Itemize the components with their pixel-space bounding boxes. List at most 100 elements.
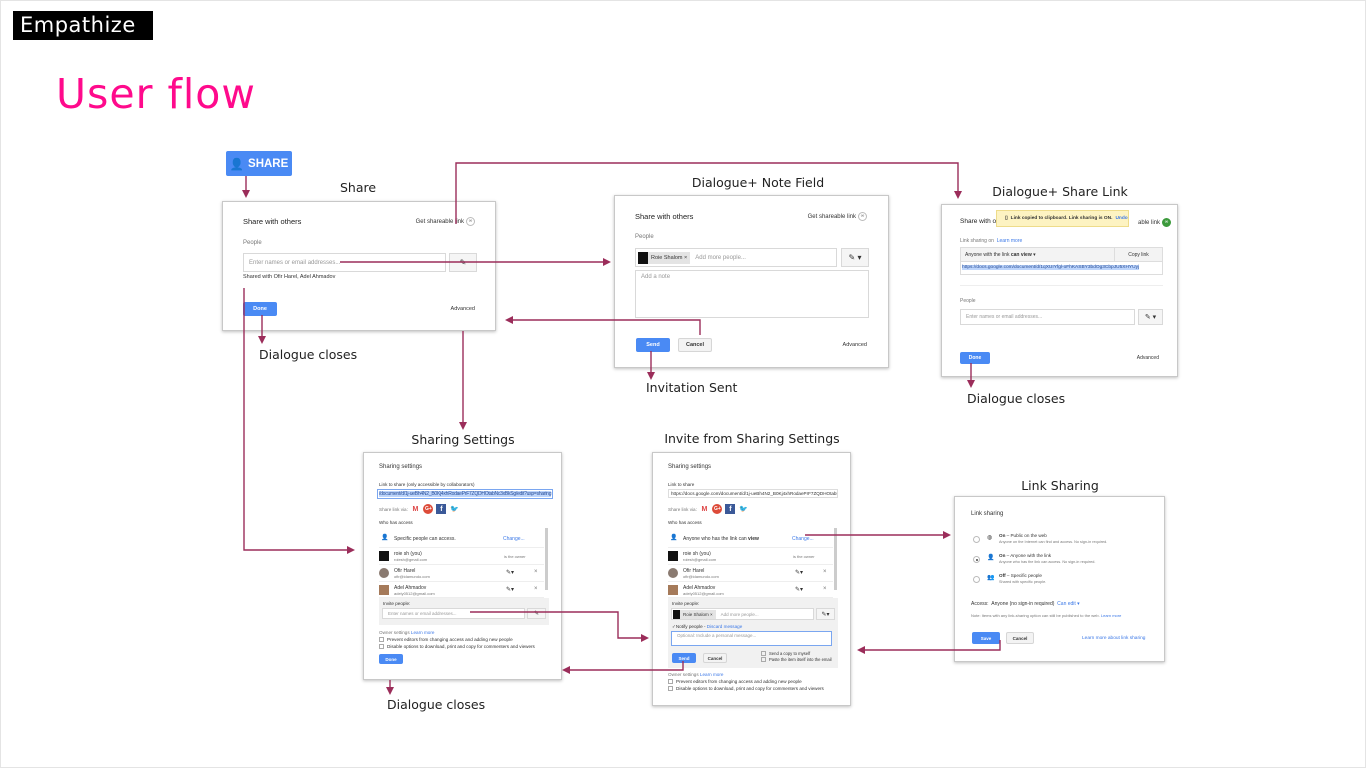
paste-item-option[interactable]: Paste the item itself into the email (761, 657, 832, 663)
step-label-note-field: Dialogue+ Note Field (691, 175, 825, 190)
gmail-icon[interactable]: M (412, 505, 419, 513)
get-shareable-link[interactable]: Get shareable link∞ (416, 217, 475, 226)
checkbox[interactable] (761, 651, 766, 657)
invite-input[interactable]: Roie Shalom × Add more people... (671, 608, 814, 620)
learn-more-link[interactable]: Learn more (996, 238, 1023, 244)
access-row: Access: Anyone (no sign-in required) Can… (971, 601, 1080, 607)
radio-button-selected[interactable] (973, 556, 980, 563)
facebook-icon[interactable]: f (436, 504, 447, 514)
facebook-icon[interactable]: f (725, 504, 736, 514)
checkbox[interactable] (668, 679, 673, 685)
checkbox[interactable] (379, 644, 384, 650)
person-chip[interactable]: Roie Shalom × (638, 251, 691, 264)
get-shareable-link[interactable]: able link∞ (1138, 218, 1171, 227)
option-prevent-editors[interactable]: Prevent editors from changing access and… (379, 637, 513, 643)
learn-more-link[interactable]: Learn more (699, 672, 724, 677)
done-button[interactable]: Done (243, 302, 277, 316)
pencil-icon[interactable]: ✎ (449, 253, 477, 272)
checkbox[interactable] (379, 637, 384, 643)
invite-settings-dialog: Sharing settings Link to share https://d… (652, 452, 851, 706)
access-row: 👤 Specific people can access. Change... (379, 528, 544, 548)
pencil-dropdown-icon[interactable]: ✎ ▾ (841, 248, 869, 267)
globe-icon: ◍ (987, 535, 993, 541)
cancel-button[interactable]: Cancel (1006, 632, 1034, 644)
checkbox[interactable] (761, 657, 766, 663)
remove-icon[interactable]: × (534, 569, 538, 575)
save-button[interactable]: Save (972, 632, 1000, 644)
cancel-button[interactable]: Cancel (678, 338, 712, 352)
remove-icon[interactable]: × (823, 586, 827, 592)
gmail-icon[interactable]: M (701, 505, 708, 513)
option-disable-download[interactable]: Disable options to download, print and c… (379, 644, 535, 650)
advanced-link[interactable]: Advanced (1136, 355, 1159, 361)
advanced-link[interactable]: Advanced (450, 306, 475, 312)
option-disable-download[interactable]: Disable options to download, print and c… (668, 686, 824, 692)
checkbox[interactable] (668, 686, 673, 692)
change-link[interactable]: Change... (503, 536, 525, 542)
access-dropdown[interactable]: Anyone with the link can view ▾ (965, 251, 1036, 258)
share-button[interactable]: 👤 SHARE (226, 151, 292, 176)
people-input[interactable]: Enter names or email addresses... (960, 309, 1135, 325)
twitter-icon[interactable]: 🐦 (739, 506, 748, 513)
done-button[interactable]: Done (960, 352, 990, 364)
google-plus-icon[interactable]: G+ (712, 504, 723, 514)
option-prevent-editors[interactable]: Prevent editors from changing access and… (668, 679, 802, 685)
share-url-field[interactable]: /document/d/1j-ueBh4N2_B0Kj4xhRodaePrF7Z… (377, 489, 553, 499)
add-more-placeholder: Add more people... (695, 254, 746, 261)
radio-button[interactable] (973, 576, 980, 583)
pencil-dropdown-icon[interactable]: ✎▾ (506, 587, 515, 593)
link-person-icon: 👤 (987, 555, 995, 561)
message-textarea[interactable]: Optional: Include a personal message... (671, 631, 832, 646)
radio-button[interactable] (973, 536, 980, 543)
send-button[interactable]: Send (636, 338, 670, 352)
can-edit-dropdown[interactable]: Can edit ▾ (1057, 601, 1080, 607)
option-description: Anyone who has the link can access. No s… (999, 560, 1096, 564)
chip-label: Roie Shalom (651, 254, 683, 261)
scrollbar[interactable] (834, 528, 837, 590)
pencil-dropdown-icon[interactable]: ✎▾ (816, 608, 835, 620)
pencil-dropdown-icon[interactable]: ✎▾ (795, 587, 804, 593)
cancel-button[interactable]: Cancel (703, 653, 727, 663)
pencil-icon[interactable]: ✎ (527, 608, 546, 619)
note-textarea[interactable]: Add a note (635, 270, 869, 318)
share-url-field[interactable]: https://docs.google.com/document/d/1qXUI… (960, 262, 1163, 275)
undo-link[interactable]: Undo (1115, 216, 1128, 221)
twitter-icon[interactable]: 🐦 (450, 506, 459, 513)
pencil-dropdown-icon[interactable]: ✎ ▾ (1138, 309, 1163, 325)
avatar (379, 568, 389, 578)
people-input[interactable]: Roie Shalom × Add more people... (635, 248, 837, 267)
learn-more-link-sharing[interactable]: Learn more about link sharing (1082, 636, 1146, 641)
remove-icon[interactable]: × (823, 569, 827, 575)
pencil-dropdown-icon[interactable]: ✎▾ (506, 570, 515, 576)
discard-message-link[interactable]: Discard message (706, 624, 743, 629)
option-label: Prevent editors from changing access and… (676, 679, 802, 684)
send-button[interactable]: Send (672, 653, 696, 663)
get-shareable-link[interactable]: Get shareable link∞ (808, 212, 867, 221)
shared-with-text: Shared with Ofir Harel, Adel Ahmadov (243, 274, 336, 280)
learn-more-link[interactable]: Learn more (410, 630, 435, 635)
learn-more-link[interactable]: Learn more (1100, 613, 1122, 618)
step-label-invite-from-settings: Invite from Sharing Settings (664, 431, 840, 446)
invite-input[interactable]: Enter names or email addresses... (382, 608, 525, 619)
done-button[interactable]: Done (379, 654, 403, 664)
person-add-icon: 👤 (229, 158, 245, 171)
notify-row[interactable]: ✓Notify people - Discard message (672, 624, 743, 629)
person-email: ofir@idamundo.com (394, 574, 430, 579)
google-plus-icon[interactable]: G+ (423, 504, 434, 514)
copy-self-option[interactable]: Send a copy to myself (761, 651, 810, 657)
copy-link-button[interactable]: Copy link (1114, 248, 1162, 261)
remove-icon[interactable]: × (534, 586, 538, 592)
people-input[interactable]: Enter names or email addresses... (243, 253, 446, 272)
person-email: adely0512@gmail.com (683, 591, 724, 596)
outcome-dialogue-closes: Dialogue closes (387, 697, 486, 712)
pencil-dropdown-icon[interactable]: ✎▾ (795, 570, 804, 576)
person-chip[interactable]: Roie Shalom × (673, 609, 716, 619)
share-url-field[interactable]: https://docs.google.com/document/d/1j-ue… (668, 489, 838, 498)
change-link[interactable]: Change... (792, 536, 814, 542)
scrollbar[interactable] (545, 528, 548, 590)
option-label: Paste the item itself into the email (769, 657, 832, 662)
advanced-link[interactable]: Advanced (842, 342, 867, 348)
